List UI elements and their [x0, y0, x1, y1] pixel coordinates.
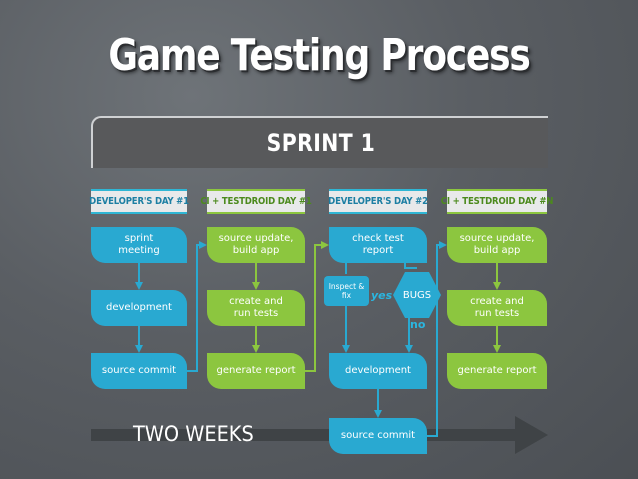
column-header-dev-day-2: DEVELOPER'S DAY #2: [328, 189, 428, 214]
step-source-commit-1: source commit: [91, 353, 187, 389]
label-yes: yes: [371, 289, 393, 302]
step-create-run-tests-n: create and run tests: [447, 290, 547, 326]
step-generate-report-1: generate report: [207, 353, 305, 389]
timeline-label: TWO WEEKS: [133, 422, 254, 446]
step-generate-report-n: generate report: [447, 353, 547, 389]
step-source-update-1: source update, build app: [207, 227, 305, 263]
timeline-arrowhead: [515, 416, 548, 454]
step-development-2: development: [329, 353, 427, 389]
label-no: no: [410, 318, 426, 331]
step-source-commit-2: source commit: [329, 418, 427, 454]
step-check-test-report: check test report: [329, 227, 427, 263]
sprint-label: SPRINT 1: [266, 129, 375, 157]
column-header-ci-day-n: CI + TESTDROID DAY #N: [441, 189, 553, 214]
page-title: Game Testing Process: [108, 30, 531, 81]
step-source-update-n: source update, build app: [447, 227, 547, 263]
step-development-1: development: [91, 290, 187, 326]
step-create-run-tests-1: create and run tests: [207, 290, 305, 326]
step-sprint-meeting: sprint meeting: [91, 227, 187, 263]
column-header-ci-day-1: CI + TESTDROID DAY #1: [200, 189, 312, 214]
column-header-dev-day-1: DEVELOPER'S DAY #1: [89, 189, 189, 214]
step-inspect-fix: Inspect & fix: [324, 276, 369, 306]
sprint-header: SPRINT 1: [91, 116, 548, 168]
